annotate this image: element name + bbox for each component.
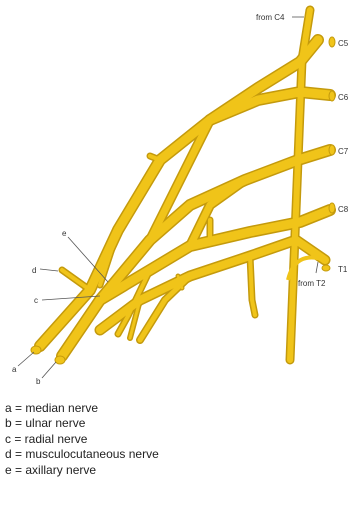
nerve-fill-layer (40, 10, 330, 360)
label-c5: C5 (338, 39, 349, 48)
legend-item-axillary: e = axillary nerve (5, 463, 159, 478)
legend-item-median: a = median nerve (5, 401, 159, 416)
label-from-t2: from T2 (298, 279, 326, 288)
nerve-end-c6 (329, 91, 335, 101)
nerve-end-t1 (322, 265, 330, 271)
label-t1: T1 (338, 265, 348, 274)
pointer-letter-a: a (12, 365, 17, 374)
legend: a = median nerve b = ulnar nerve c = rad… (5, 401, 159, 478)
nerve-end-c8 (329, 203, 335, 213)
pointer-letter-d: d (32, 266, 36, 275)
pointer-letter-b: b (36, 377, 41, 386)
label-from-c4: from C4 (256, 13, 285, 22)
brachial-plexus-diagram: from C4 C5 C6 C7 C8 T1 from T2 a b c d e (0, 0, 362, 400)
pointer-letter-c: c (34, 296, 38, 305)
label-c6: C6 (338, 93, 349, 102)
nerve-end-c7 (329, 145, 335, 155)
legend-item-musculocutaneous: d = musculocutaneous nerve (5, 447, 159, 462)
nerve-outline-layer (40, 10, 330, 360)
label-c7: C7 (338, 147, 349, 156)
legend-item-radial: c = radial nerve (5, 432, 159, 447)
label-c8: C8 (338, 205, 349, 214)
legend-item-ulnar: b = ulnar nerve (5, 416, 159, 431)
nerve-end-c5 (329, 37, 335, 47)
pointer-letter-e: e (62, 229, 67, 238)
nerve-end-ulnar (55, 356, 65, 364)
